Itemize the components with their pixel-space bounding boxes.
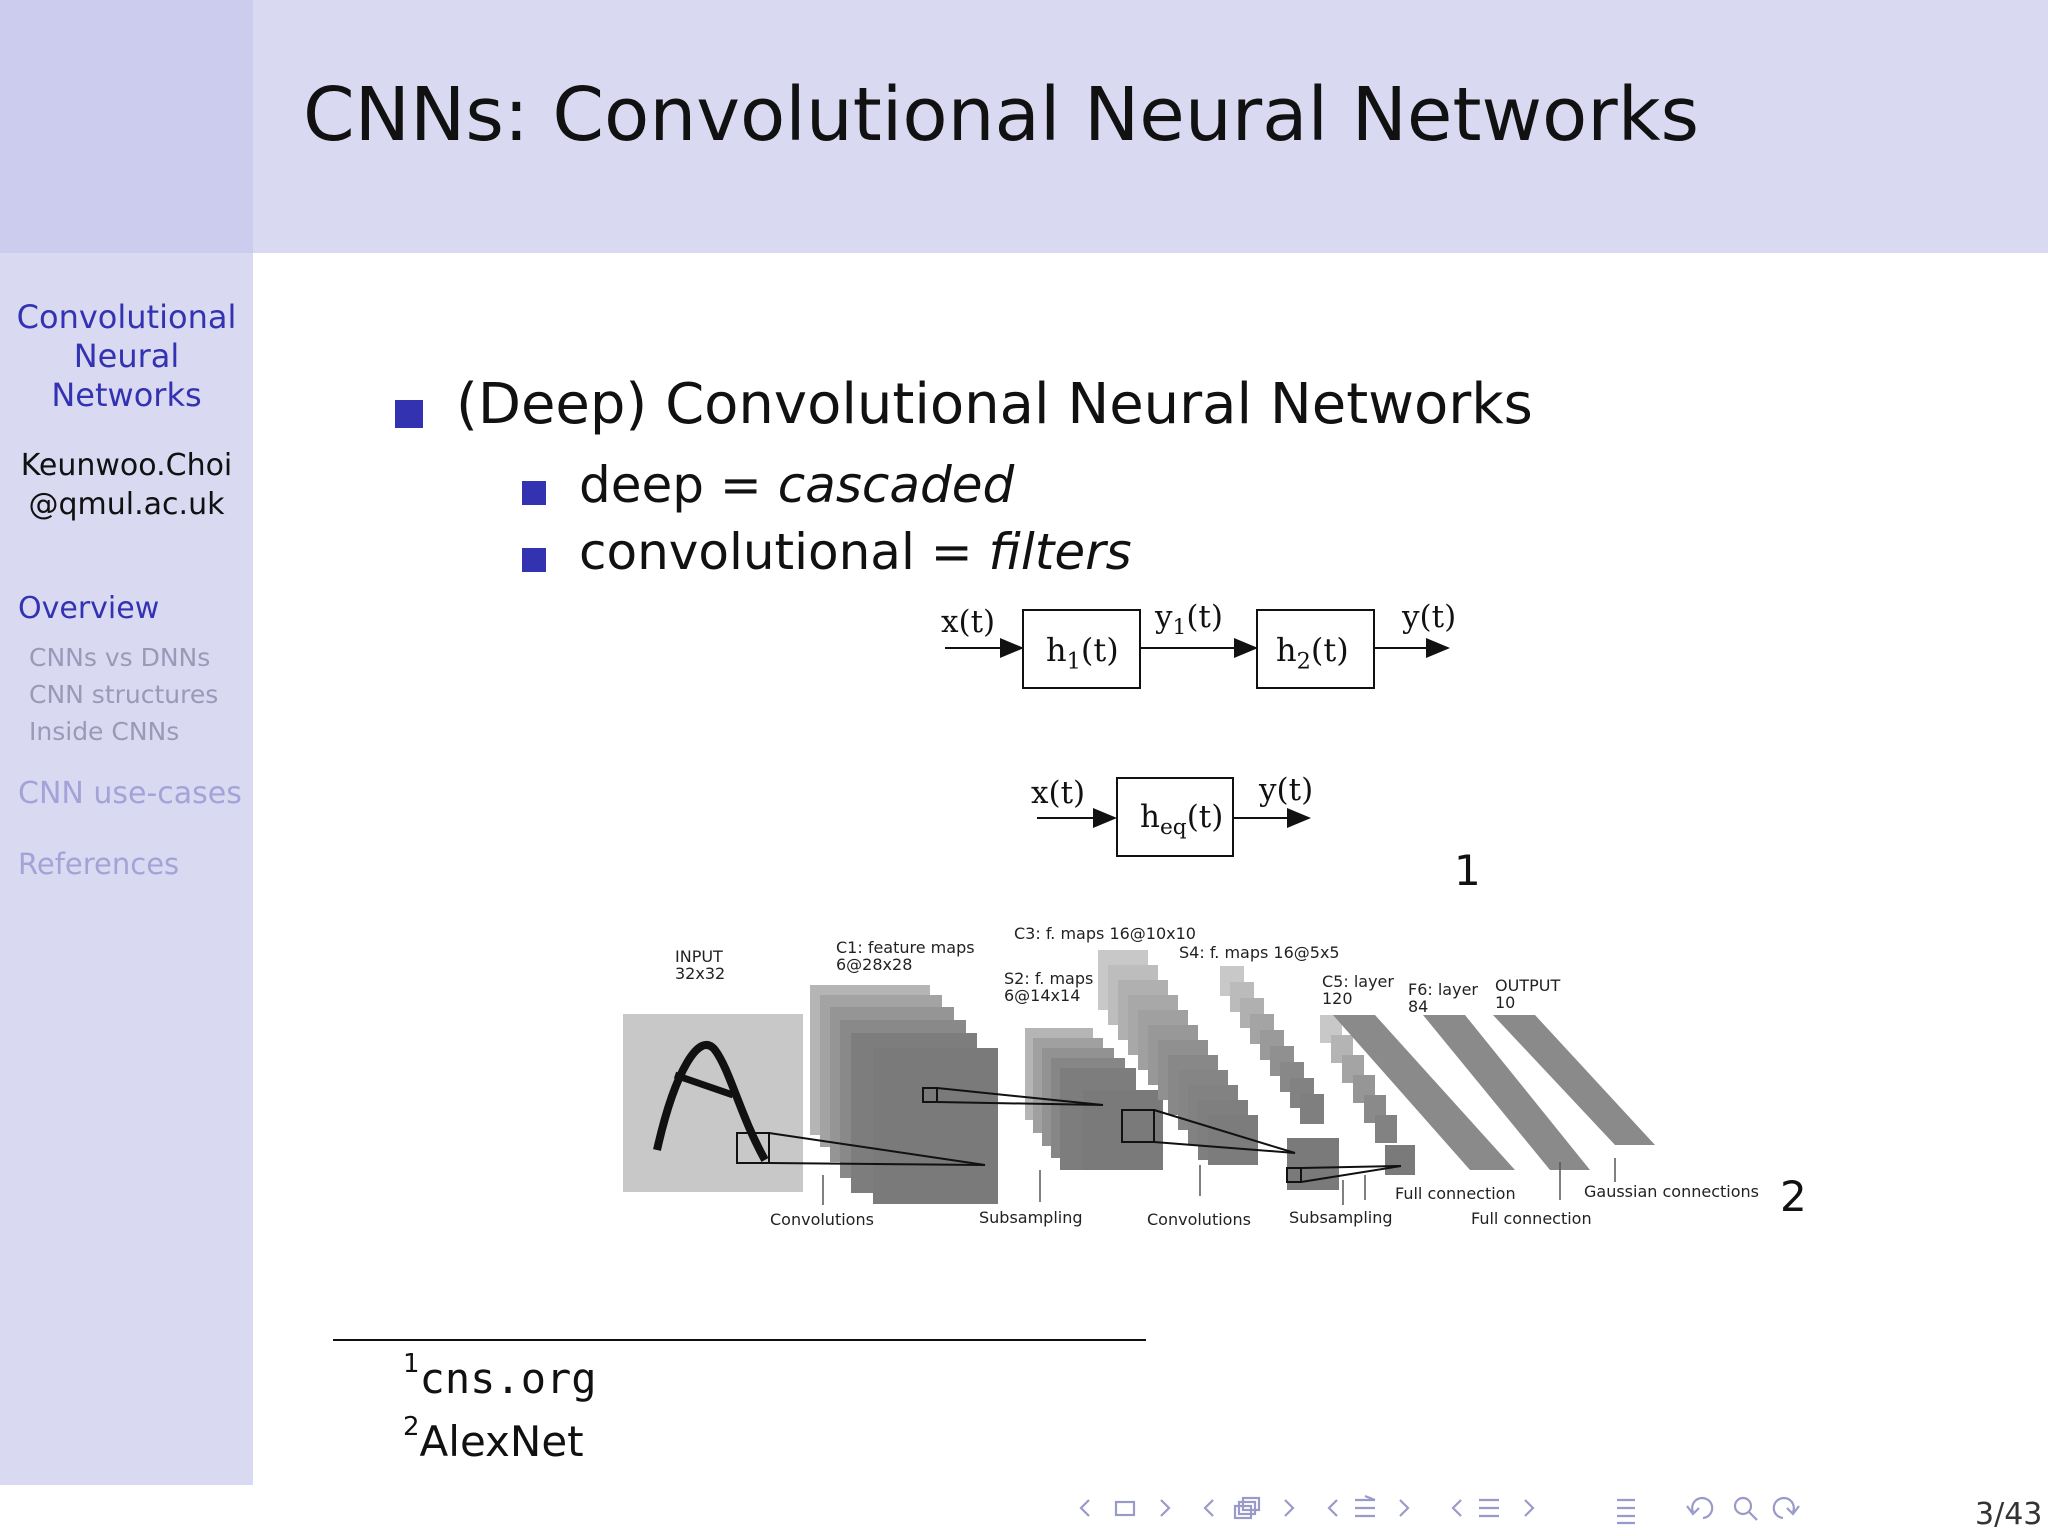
nav-subsection-icon[interactable] <box>1203 1496 1295 1520</box>
nav-search-icon[interactable] <box>1733 1496 1758 1521</box>
label-c3: C3: f. maps 16@10x10 <box>1014 924 1196 943</box>
label-subsampling: Subsampling <box>979 1208 1083 1227</box>
label-line: INPUT <box>675 947 723 966</box>
sub-bullet-value: filters <box>988 523 1132 581</box>
page-number: 3/43 <box>1975 1497 2043 1532</box>
footnote: 1cns.org <box>403 1349 597 1403</box>
nav-redo-icon[interactable] <box>1772 1496 1800 1520</box>
label-convolutions: Convolutions <box>1147 1210 1251 1229</box>
label-line: C1: feature maps <box>836 938 975 957</box>
label-heq: heq(t) <box>1140 799 1224 841</box>
sidebar-section-references[interactable]: References <box>18 847 180 881</box>
letter-a-stroke <box>673 1071 735 1099</box>
s4-maps <box>1220 966 1339 1190</box>
sub-bullet-eq: = <box>914 523 989 581</box>
sub-bullet: convolutional = filters <box>579 523 1132 581</box>
label-full-connection: Full connection <box>1395 1184 1516 1203</box>
sidebar-subsection[interactable]: CNNs vs DNNs <box>29 643 211 672</box>
label-subsampling: Subsampling <box>1289 1208 1393 1227</box>
label-y1: y1(t) <box>1155 599 1223 641</box>
nav-document-icon[interactable] <box>1451 1498 1535 1518</box>
label-line: 84 <box>1408 997 1429 1016</box>
nav-outline-icon[interactable] <box>1617 1498 1635 1525</box>
footnote-link[interactable]: cns.org <box>419 1354 597 1403</box>
footnote: 2AlexNet <box>403 1412 584 1466</box>
label-f6: F6: layer 84 <box>1408 981 1478 1015</box>
c5-units <box>1320 1015 1415 1175</box>
author-line: @qmul.ac.uk <box>28 487 225 522</box>
footnote-text: AlexNet <box>419 1417 584 1466</box>
input-image <box>623 1014 803 1192</box>
label-line: 10 <box>1495 993 1516 1012</box>
label-input: INPUT 32x32 <box>675 948 725 982</box>
label-line: 6@14x14 <box>1004 986 1081 1005</box>
bullet-main-text: (Deep) Convolutional Neural Networks <box>456 372 1533 437</box>
sub-bullet-value: cascaded <box>777 456 1015 514</box>
label-y-t: y(t) <box>1259 772 1314 808</box>
lenet-architecture-diagram <box>623 950 1655 1205</box>
bullet-square-icon <box>522 548 546 572</box>
label-c1: C1: feature maps 6@28x28 <box>836 939 975 973</box>
footnote-mark: 1 <box>403 1349 420 1379</box>
author-line: Keunwoo.Choi <box>20 448 233 483</box>
block-h1 <box>1022 609 1141 689</box>
label-x-t: x(t) <box>941 604 996 640</box>
full-connection-band <box>1333 1015 1515 1170</box>
label-c5: C5: layer 120 <box>1322 973 1394 1007</box>
full-connection-band <box>1423 1015 1590 1170</box>
label-gaussian-connections: Gaussian connections <box>1584 1182 1759 1201</box>
talk-title-line: Convolutional <box>16 298 237 336</box>
sidebar-author: Keunwoo.Choi @qmul.ac.uk <box>0 446 253 524</box>
label-h1: h1(t) <box>1046 631 1119 675</box>
footnote-mark: 2 <box>403 1412 420 1442</box>
letter-a-stroke <box>653 1040 769 1162</box>
bullet-square-icon <box>522 481 546 505</box>
sub-bullet-term: deep <box>579 456 704 514</box>
slide-title: CNNs: Convolutional Neural Networks <box>303 72 1700 158</box>
gaussian-connection-band <box>1493 1015 1655 1145</box>
label-x-t: x(t) <box>1031 775 1086 811</box>
label-full-connection: Full connection <box>1471 1209 1592 1228</box>
label-line: 32x32 <box>675 964 726 983</box>
label-s2: S2: f. maps 6@14x14 <box>1004 970 1093 1004</box>
sidebar-header <box>0 0 253 253</box>
label-output: OUTPUT 10 <box>1495 977 1560 1011</box>
nav-icons <box>1079 1494 1800 1525</box>
c3-maps <box>1098 950 1258 1165</box>
label-y-t: y(t) <box>1402 599 1457 635</box>
beamer-navigation <box>1075 1488 1815 1528</box>
talk-title-line: Neural <box>73 337 180 375</box>
label-h2: h2(t) <box>1276 631 1349 675</box>
nav-undo-icon[interactable] <box>1686 1496 1714 1520</box>
sub-bullet-term: convolutional <box>579 523 915 581</box>
annotation-ticks <box>822 1158 1616 1205</box>
sidebar-subsection[interactable]: Inside CNNs <box>29 717 180 746</box>
label-line: C5: layer <box>1322 972 1394 991</box>
label-line: 120 <box>1322 989 1353 1008</box>
label-line: F6: layer <box>1408 980 1478 999</box>
receptive-field-lines <box>736 1087 1402 1183</box>
title-bar <box>253 0 2048 253</box>
label-line: S2: f. maps <box>1004 969 1094 988</box>
sub-bullet: deep = cascaded <box>579 456 1014 514</box>
bullet-square-icon <box>395 400 423 428</box>
sidebar-talk-title[interactable]: Convolutional Neural Networks <box>0 298 253 415</box>
figure-footnote-marker: 1 <box>1454 846 1481 895</box>
sidebar-subsection[interactable]: CNN structures <box>29 680 219 709</box>
label-convolutions: Convolutions <box>770 1210 874 1229</box>
label-line: OUTPUT <box>1495 976 1561 995</box>
figure-footnote-marker: 2 <box>1780 1172 1807 1221</box>
footnote-rule <box>333 1339 1146 1341</box>
label-line: 6@28x28 <box>836 955 913 974</box>
sub-bullet-eq: = <box>704 456 778 514</box>
system-diagram <box>945 609 1450 857</box>
talk-title-line: Networks <box>51 376 202 414</box>
label-s4: S4: f. maps 16@5x5 <box>1179 943 1340 962</box>
feature-map <box>873 1048 998 1204</box>
nav-section-icon[interactable] <box>1327 1494 1410 1518</box>
sidebar-section-overview[interactable]: Overview <box>18 591 160 626</box>
sidebar-section-cnn-use-cases[interactable]: CNN use-cases <box>18 776 242 811</box>
nav-frame-icon[interactable] <box>1079 1499 1171 1517</box>
